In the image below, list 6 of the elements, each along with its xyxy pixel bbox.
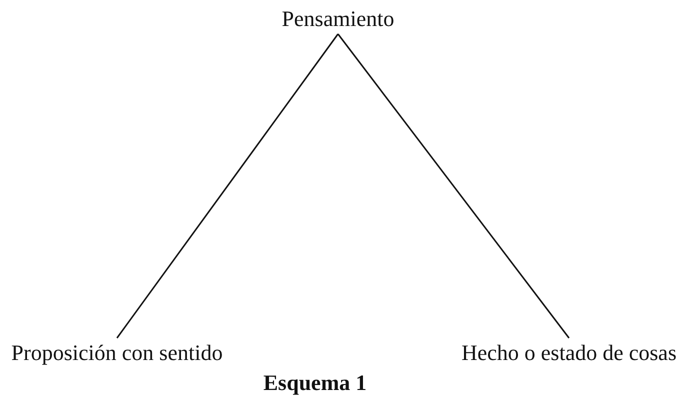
connector-line	[116, 34, 339, 338]
node-label: Pensamiento	[228, 4, 448, 34]
node-label: Hecho o estado de cosas	[450, 338, 688, 368]
caption: Esquema 1	[262, 369, 368, 397]
connector-line	[337, 34, 570, 338]
node-label: Proposición con sentido	[8, 338, 226, 368]
